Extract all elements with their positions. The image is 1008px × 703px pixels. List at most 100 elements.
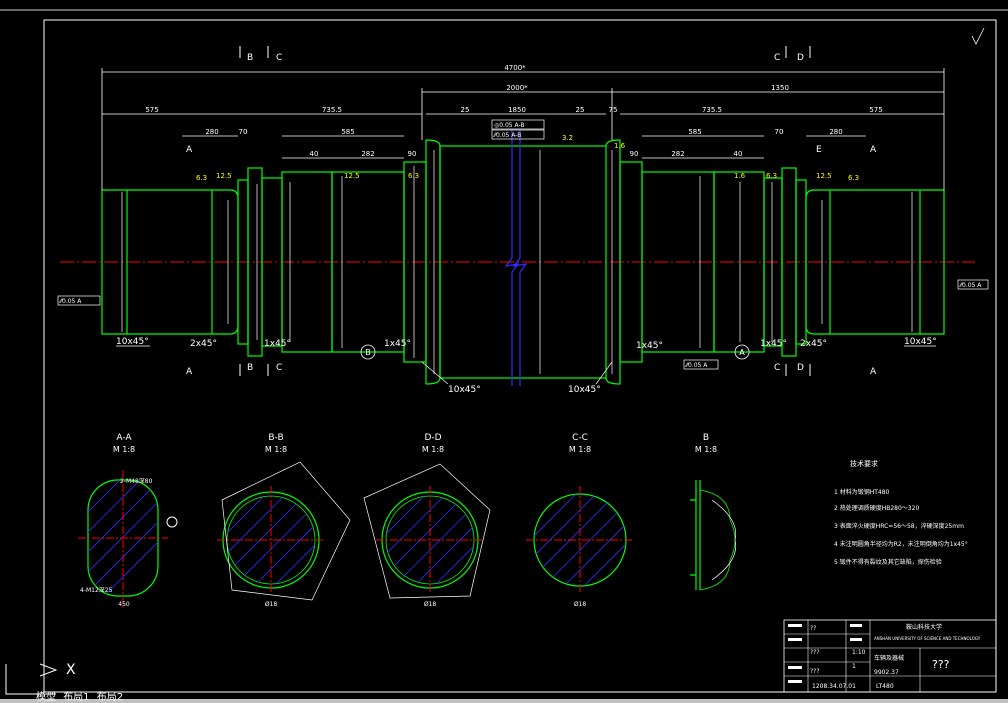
corner-roughness-icon: [971, 27, 985, 45]
tb-school: 鞍山科技大学: [906, 623, 942, 631]
chamfer-1: 10x45°: [116, 337, 149, 347]
mark-d-top-right: D: [797, 53, 804, 63]
section-c-title: C-C: [572, 433, 588, 443]
layout-tabs: 模型 布局1 布局2: [36, 688, 127, 703]
dim-r280: 280: [829, 128, 842, 136]
dim-rs2: 585: [688, 128, 701, 136]
section-c-scale: M 1:8: [569, 445, 591, 454]
title-block: 鞍山科技大学 ANSHAN UNIVERSITY OF SCIENCE AND …: [783, 619, 997, 693]
chamfer-10: 10x45°: [904, 337, 937, 347]
shaft-outline: [101, 139, 945, 385]
roughness-5: 6.3: [408, 172, 419, 180]
paper-background: [0, 10, 1008, 699]
section-d-dim: Ø18: [424, 601, 437, 608]
mark-e: E: [816, 145, 822, 155]
chamfer-3: 1x45°: [264, 339, 291, 349]
dim-n282: 282: [361, 150, 374, 158]
section-a-scale: M 1:8: [113, 445, 135, 454]
tb-qty: 1: [852, 663, 856, 670]
section-d-scale: M 1:8: [422, 445, 444, 454]
detail-b-title: B: [703, 433, 709, 443]
dim-right-step: 735.5: [702, 106, 722, 114]
tab-layout-2[interactable]: 布局2: [96, 692, 124, 703]
tol-5: ⁄⁄0.05 A: [958, 282, 982, 289]
tb-sheet: ???: [810, 668, 820, 675]
dim-shoulder-r: 25: [576, 106, 585, 114]
chamfer-4: 1x45°: [384, 339, 411, 349]
dim-n40r: 40: [734, 150, 743, 158]
roughness-9: 12.5: [816, 172, 832, 180]
note-1: 1 材料为锻钢HT480: [834, 488, 890, 496]
tb-drawing-no: 1208.34.07.01: [812, 683, 856, 690]
ucs-icon: [5, 663, 58, 695]
dim-rs1: 585: [341, 128, 354, 136]
chamfer-leaders: [116, 345, 936, 385]
section-cut-lines: [239, 46, 811, 376]
mark-c-top-right: C: [774, 53, 780, 63]
dim-n90: 90: [408, 150, 417, 158]
dim-d70r: 70: [775, 128, 784, 136]
mark-c-top-left: C: [276, 53, 282, 63]
chamfer-2: 2x45°: [190, 339, 217, 349]
note-5: 5 锻件不得有裂纹及其它缺陷，探伤检验: [834, 558, 942, 566]
chamfer-8: 1x45°: [760, 339, 787, 349]
section-a-note: 2-M48深80: [120, 477, 153, 485]
diameter-dims: [121, 150, 913, 374]
datum-b: B: [365, 348, 371, 357]
dim-l280: 280: [205, 128, 218, 136]
dim-right-end: 575: [869, 106, 882, 114]
dim-right-bearing: 1350: [771, 84, 789, 92]
dim-left-step: 735.5: [322, 106, 342, 114]
dim-neck: 75: [609, 106, 618, 114]
section-a-dim: 450: [118, 601, 130, 608]
detail-b-scale: M 1:8: [695, 445, 717, 454]
roughness-3: 3.2: [562, 134, 573, 142]
dim-n40: 40: [310, 150, 319, 158]
roughness-10: 6.3: [848, 174, 859, 182]
ucs-x-label: X: [66, 662, 76, 678]
tol-1: ⁄⁄0.05 A: [58, 298, 82, 305]
roughness-8: 6.3: [766, 172, 777, 180]
dim-shoulder: 25: [461, 106, 470, 114]
chamfer-5: 10x45°: [448, 385, 481, 395]
dimension-lines: [101, 68, 945, 190]
mark-a-top-left: A: [186, 145, 193, 155]
tb-code: 9902.37: [874, 669, 899, 676]
datum-a: A: [739, 348, 745, 357]
section-b-dim: Ø18: [265, 601, 278, 608]
chamfer-7: 1x45°: [636, 341, 663, 351]
dim-barrel: 1850: [508, 106, 526, 114]
roughness-4: 1.6: [614, 142, 626, 150]
tab-layout-1[interactable]: 布局1: [63, 692, 90, 703]
mark-a-top-right: A: [870, 145, 877, 155]
tab-model[interactable]: 模型: [36, 692, 56, 703]
mark-c-bot-right: C: [774, 363, 780, 373]
roughness-6: 12.5: [344, 172, 360, 180]
section-c-dim: Ø18: [574, 601, 587, 608]
chamfer-6: 10x45°: [568, 385, 601, 395]
roughness-7: 1.6: [734, 172, 746, 180]
break-lines: [504, 130, 528, 386]
chamfer-callouts: 10x45° 2x45° 1x45° 1x45° 10x45° 10x45° 1…: [116, 337, 937, 395]
dim-total: 4700*: [504, 64, 526, 72]
technical-notes: 技术要求 1 材料为锻钢HT480 2 热处理调质硬度HB280～320 3 表…: [834, 459, 968, 566]
mark-d-bot-right: D: [797, 363, 804, 373]
datum-circles: B A: [360, 344, 750, 360]
note-2: 2 热处理调质硬度HB280～320: [834, 504, 919, 512]
roughness-1: 6.3: [196, 174, 207, 182]
mark-b-top-left: B: [247, 53, 253, 63]
roughness-marks: 6.3 12.5 3.2 1.6 6.3 12.5 1.6 6.3 12.5 6…: [196, 134, 859, 182]
dimension-text: 4700* 2000* 1350 575 735.5 25 1850 25 75…: [145, 64, 882, 158]
section-b-scale: M 1:8: [265, 445, 287, 454]
dim-n90r: 90: [630, 150, 639, 158]
note-4: 4 未注明圆角半径均为R2，未注明倒角均为1x45°: [834, 540, 968, 548]
tolerance-frames: ⁄⁄0.05 A ◎0.05 A-B ⁄⁄0.05 A-B ⁄⁄0.05 A ⁄…: [57, 119, 989, 370]
section-d-d: D-D M 1:8 Ø18: [363, 433, 491, 608]
tb-material: LT480: [876, 683, 894, 690]
section-markers: A B C C D A B C C D A E A: [186, 53, 877, 377]
mark-a-bot-left: A: [186, 367, 193, 377]
tb-school-en: ANSHAN UNIVERSITY OF SCIENCE AND TECHNOL…: [874, 636, 981, 641]
roughness-2: 12.5: [216, 172, 232, 180]
section-b-title: B-B: [268, 433, 283, 443]
